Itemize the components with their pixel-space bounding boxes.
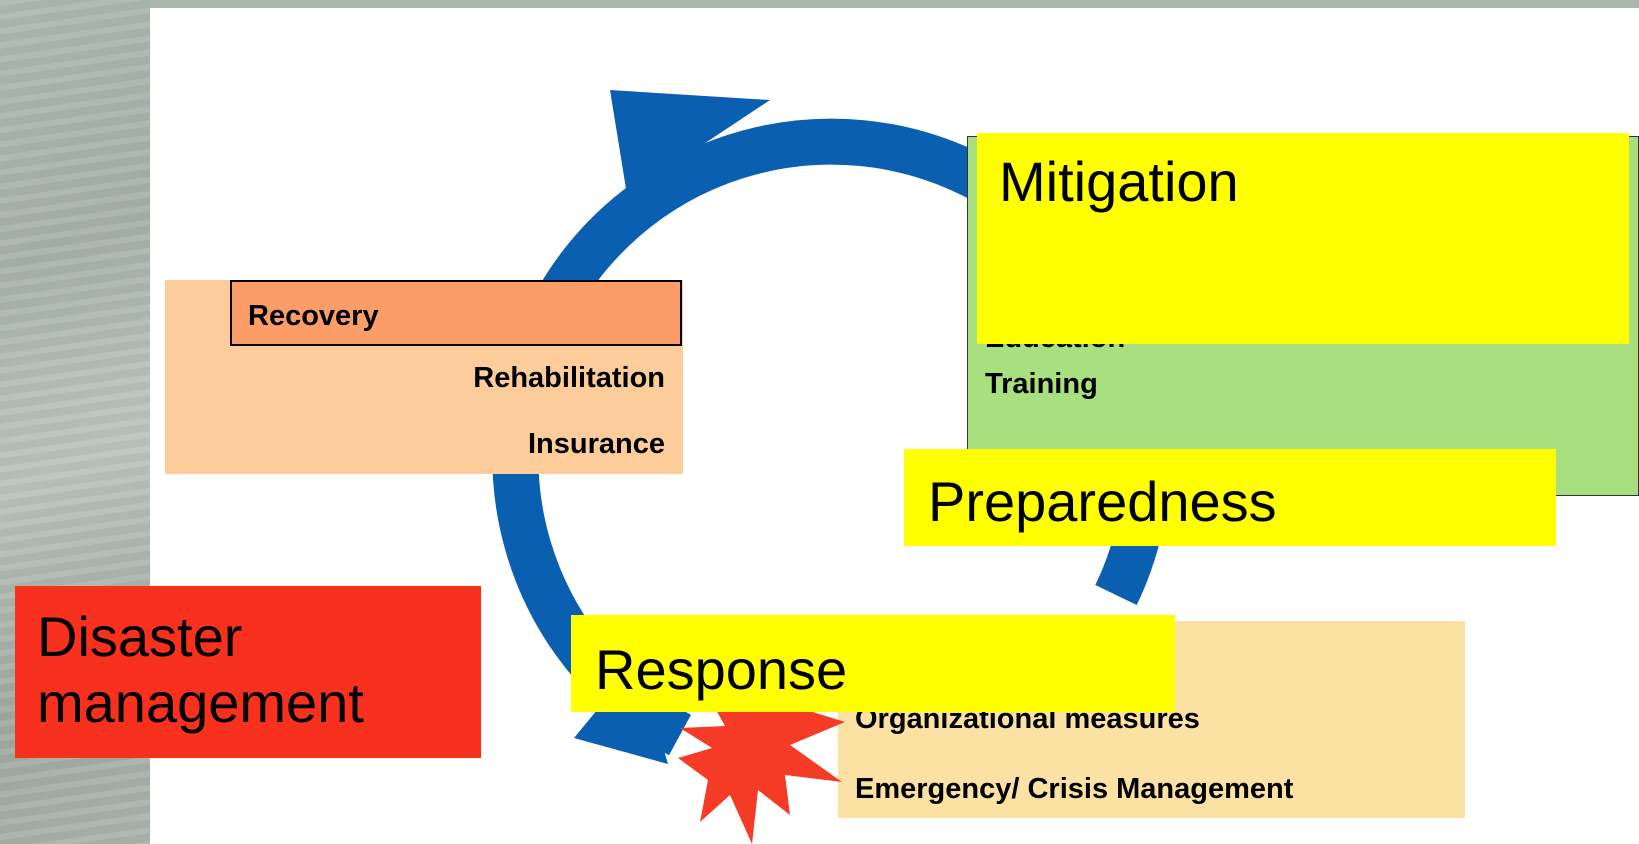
- burst-shape: [678, 680, 845, 844]
- cycle-arrowhead-top: [610, 90, 770, 195]
- recovery-title-box: Recovery: [230, 280, 682, 346]
- mitigation-item-training: Training: [985, 368, 1098, 400]
- recovery-item-rehabilitation: Rehabilitation: [473, 362, 665, 394]
- response-item-emergency: Emergency/ Crisis Management: [855, 773, 1294, 805]
- disaster-management-line2: management: [37, 671, 364, 734]
- recovery-title: Recovery: [248, 300, 379, 332]
- preparedness-title: Preparedness: [928, 470, 1277, 533]
- disaster-management-line1: Disaster: [37, 605, 243, 668]
- disaster-management-box: Disaster management: [15, 586, 481, 758]
- response-title: Response: [595, 638, 848, 701]
- preparedness-label-box: Preparedness: [904, 449, 1556, 546]
- response-label-box: Response: [571, 615, 1175, 712]
- mitigation-title: Mitigation: [999, 150, 1239, 213]
- mitigation-label-box: Mitigation: [977, 133, 1629, 344]
- recovery-item-insurance: Insurance: [528, 428, 665, 460]
